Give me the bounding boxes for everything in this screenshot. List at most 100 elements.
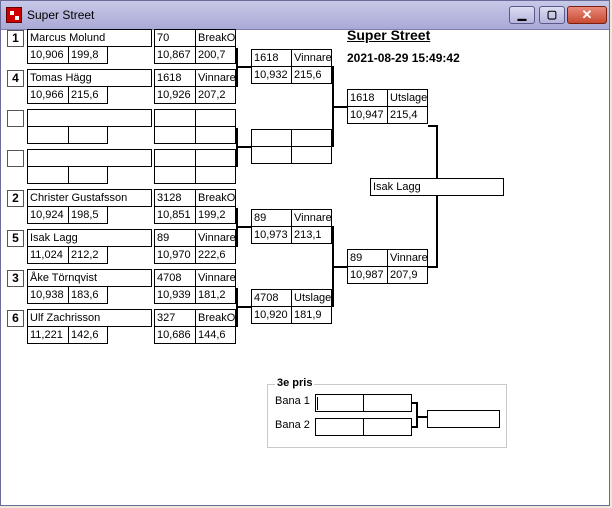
elapsed-time-field[interactable]: 10,947: [347, 106, 388, 124]
result-field[interactable]: [195, 109, 236, 127]
reaction-time-field[interactable]: 10,906: [27, 46, 69, 64]
driver-name-field[interactable]: Christer Gustafsson: [27, 189, 152, 207]
speed-field[interactable]: [195, 166, 236, 184]
result-field[interactable]: Vinnare: [195, 69, 236, 87]
speed-field[interactable]: [68, 126, 108, 144]
car-number-field[interactable]: 89: [347, 249, 388, 267]
driver-name-field[interactable]: Marcus Molund: [27, 29, 152, 47]
speed-field[interactable]: 181,2: [195, 286, 236, 304]
maximize-button[interactable]: ▢: [539, 6, 565, 24]
elapsed-time-field[interactable]: 10,851: [154, 206, 196, 224]
lane-2-input[interactable]: [315, 418, 364, 436]
car-number-field[interactable]: 89: [154, 229, 196, 247]
elapsed-time-field[interactable]: 10,867: [154, 46, 196, 64]
result-field[interactable]: BreakOut: [195, 189, 236, 207]
driver-name-field[interactable]: [27, 109, 152, 127]
seed-box[interactable]: 4: [7, 70, 24, 87]
close-button[interactable]: ✕: [567, 6, 607, 24]
speed-field[interactable]: 181,9: [291, 306, 332, 324]
speed-field[interactable]: 199,2: [195, 206, 236, 224]
reaction-time-field[interactable]: 11,221: [27, 326, 69, 344]
elapsed-time-field[interactable]: 10,686: [154, 326, 196, 344]
seed-box[interactable]: 3: [7, 270, 24, 287]
elapsed-time-field[interactable]: [154, 126, 196, 144]
elapsed-time-field[interactable]: [154, 166, 196, 184]
app-icon[interactable]: [6, 7, 22, 23]
result-field[interactable]: Vinnare: [387, 249, 428, 267]
speed-field[interactable]: 207,2: [195, 86, 236, 104]
result-field[interactable]: Utslagen: [387, 89, 428, 107]
elapsed-time-field[interactable]: [251, 146, 292, 164]
speed-field[interactable]: [195, 126, 236, 144]
seed-box[interactable]: 1: [7, 30, 24, 47]
speed-field[interactable]: 207,9: [387, 266, 428, 284]
lane-1-input[interactable]: [315, 394, 364, 412]
minimize-button[interactable]: ▁: [509, 6, 535, 24]
winner-field[interactable]: Isak Lagg: [370, 178, 504, 196]
reaction-time-field[interactable]: [27, 166, 69, 184]
car-number-field[interactable]: 89: [251, 209, 292, 227]
elapsed-time-field[interactable]: 10,926: [154, 86, 196, 104]
seed-box[interactable]: [7, 150, 24, 167]
result-field[interactable]: Vinnare: [195, 269, 236, 287]
speed-field[interactable]: 215,4: [387, 106, 428, 124]
result-field[interactable]: Vinnare: [291, 209, 332, 227]
driver-name-field[interactable]: Åke Törnqvist: [27, 269, 152, 287]
third-place-result[interactable]: [427, 410, 500, 428]
seed-box[interactable]: [7, 110, 24, 127]
driver-name-field[interactable]: Tomas Hägg: [27, 69, 152, 87]
seed-box[interactable]: 6: [7, 310, 24, 327]
elapsed-time-field[interactable]: 10,939: [154, 286, 196, 304]
car-number-field[interactable]: [251, 129, 292, 147]
result-field[interactable]: BreakOut: [195, 309, 236, 327]
bracket-line: [428, 125, 438, 127]
reaction-time-field[interactable]: 10,924: [27, 206, 69, 224]
speed-field[interactable]: 183,6: [68, 286, 108, 304]
speed-field[interactable]: [291, 146, 332, 164]
elapsed-time-field[interactable]: 10,932: [251, 66, 292, 84]
elapsed-time-field[interactable]: 10,987: [347, 266, 388, 284]
speed-field[interactable]: 222,6: [195, 246, 236, 264]
speed-field[interactable]: 200,7: [195, 46, 236, 64]
elapsed-time-field[interactable]: 10,970: [154, 246, 196, 264]
result-field[interactable]: Vinnare: [195, 229, 236, 247]
car-number-field[interactable]: [154, 109, 196, 127]
car-number-field[interactable]: 1618: [154, 69, 196, 87]
car-number-field[interactable]: 1618: [347, 89, 388, 107]
result-field[interactable]: Vinnare: [291, 49, 332, 67]
result-field[interactable]: [195, 149, 236, 167]
result-field[interactable]: BreakOut: [195, 29, 236, 47]
car-number-field[interactable]: 327: [154, 309, 196, 327]
car-number-field[interactable]: 4708: [251, 289, 292, 307]
speed-field[interactable]: 215,6: [68, 86, 108, 104]
seed-box[interactable]: 5: [7, 230, 24, 247]
car-number-field[interactable]: [154, 149, 196, 167]
lane-2-result[interactable]: [363, 418, 412, 436]
result-field[interactable]: [291, 129, 332, 147]
reaction-time-field[interactable]: [27, 126, 69, 144]
car-number-field[interactable]: 3128: [154, 189, 196, 207]
speed-field[interactable]: 198,5: [68, 206, 108, 224]
car-number-field[interactable]: 1618: [251, 49, 292, 67]
driver-name-field[interactable]: Ulf Zachrisson: [27, 309, 152, 327]
speed-field[interactable]: 212,2: [68, 246, 108, 264]
speed-field[interactable]: 213,1: [291, 226, 332, 244]
car-number-field[interactable]: 70: [154, 29, 196, 47]
driver-name-field[interactable]: [27, 149, 152, 167]
seed-box[interactable]: 2: [7, 190, 24, 207]
speed-field[interactable]: 199,8: [68, 46, 108, 64]
title-bar[interactable]: Super Street ▁ ▢ ✕: [1, 1, 609, 30]
reaction-time-field[interactable]: 10,938: [27, 286, 69, 304]
car-number-field[interactable]: 4708: [154, 269, 196, 287]
speed-field[interactable]: [68, 166, 108, 184]
lane-1-result[interactable]: [363, 394, 412, 412]
driver-name-field[interactable]: Isak Lagg: [27, 229, 152, 247]
reaction-time-field[interactable]: 11,024: [27, 246, 69, 264]
elapsed-time-field[interactable]: 10,973: [251, 226, 292, 244]
reaction-time-field[interactable]: 10,966: [27, 86, 69, 104]
speed-field[interactable]: 144,6: [195, 326, 236, 344]
result-field[interactable]: Utslagen: [291, 289, 332, 307]
elapsed-time-field[interactable]: 10,920: [251, 306, 292, 324]
speed-field[interactable]: 215,6: [291, 66, 332, 84]
speed-field[interactable]: 142,6: [68, 326, 108, 344]
